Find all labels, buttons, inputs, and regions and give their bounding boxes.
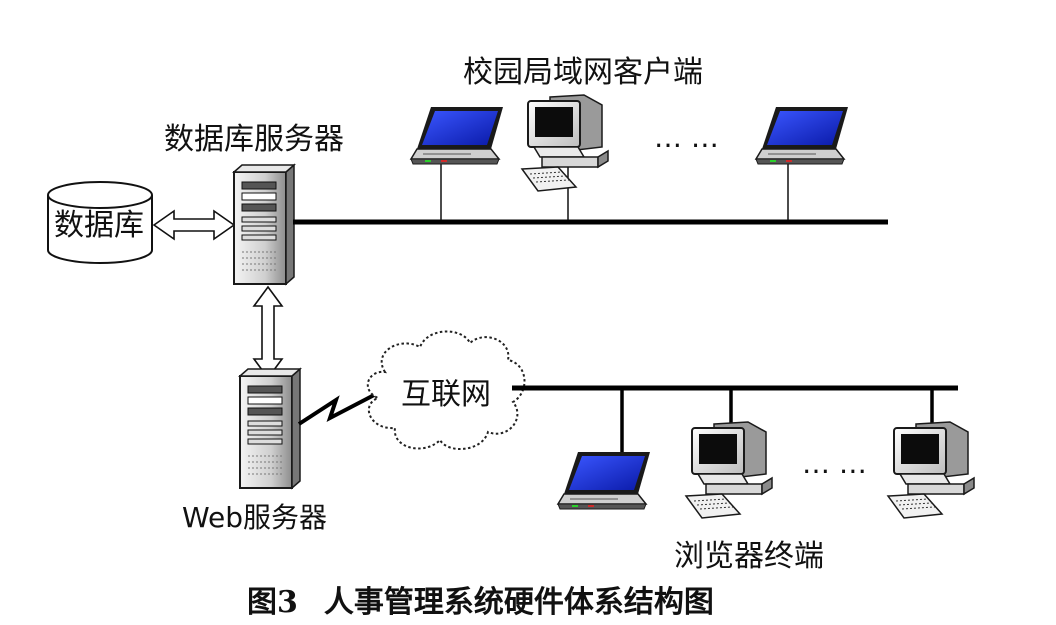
campus-lan-bus bbox=[293, 158, 888, 225]
server-link-arrow bbox=[252, 285, 284, 380]
web-server-icon bbox=[239, 368, 301, 489]
database-cylinder bbox=[47, 181, 153, 264]
browser-terminals-label: 浏览器终端 bbox=[674, 539, 824, 574]
bottom-ellipsis: … … bbox=[802, 447, 867, 480]
lan-client-laptop-1 bbox=[410, 106, 504, 165]
browser-terminal-laptop bbox=[557, 451, 651, 510]
db-link-arrow bbox=[152, 209, 236, 241]
lan-client-laptop-2 bbox=[755, 106, 849, 165]
internet-bus bbox=[512, 385, 958, 452]
figure-number: 图3 bbox=[247, 585, 298, 620]
browser-terminal-desktop-2 bbox=[887, 421, 975, 519]
internet-cloud bbox=[366, 330, 526, 451]
database-label: 数据库 bbox=[54, 208, 144, 243]
db-server-icon bbox=[233, 164, 295, 285]
campus-lan-clients-label: 校园局域网客户端 bbox=[463, 55, 703, 90]
figure-caption: 图3 人事管理系统硬件体系结构图 bbox=[247, 588, 714, 618]
internet-link-bolt bbox=[297, 391, 379, 426]
db-server-label: 数据库服务器 bbox=[164, 122, 344, 157]
internet-label: 互联网 bbox=[401, 377, 491, 412]
browser-terminal-desktop-1 bbox=[685, 421, 773, 519]
web-server-label: Web服务器 bbox=[182, 501, 328, 534]
lan-client-desktop bbox=[521, 94, 609, 192]
top-ellipsis: … … bbox=[654, 121, 719, 154]
figure-title: 人事管理系统硬件体系结构图 bbox=[323, 585, 714, 620]
